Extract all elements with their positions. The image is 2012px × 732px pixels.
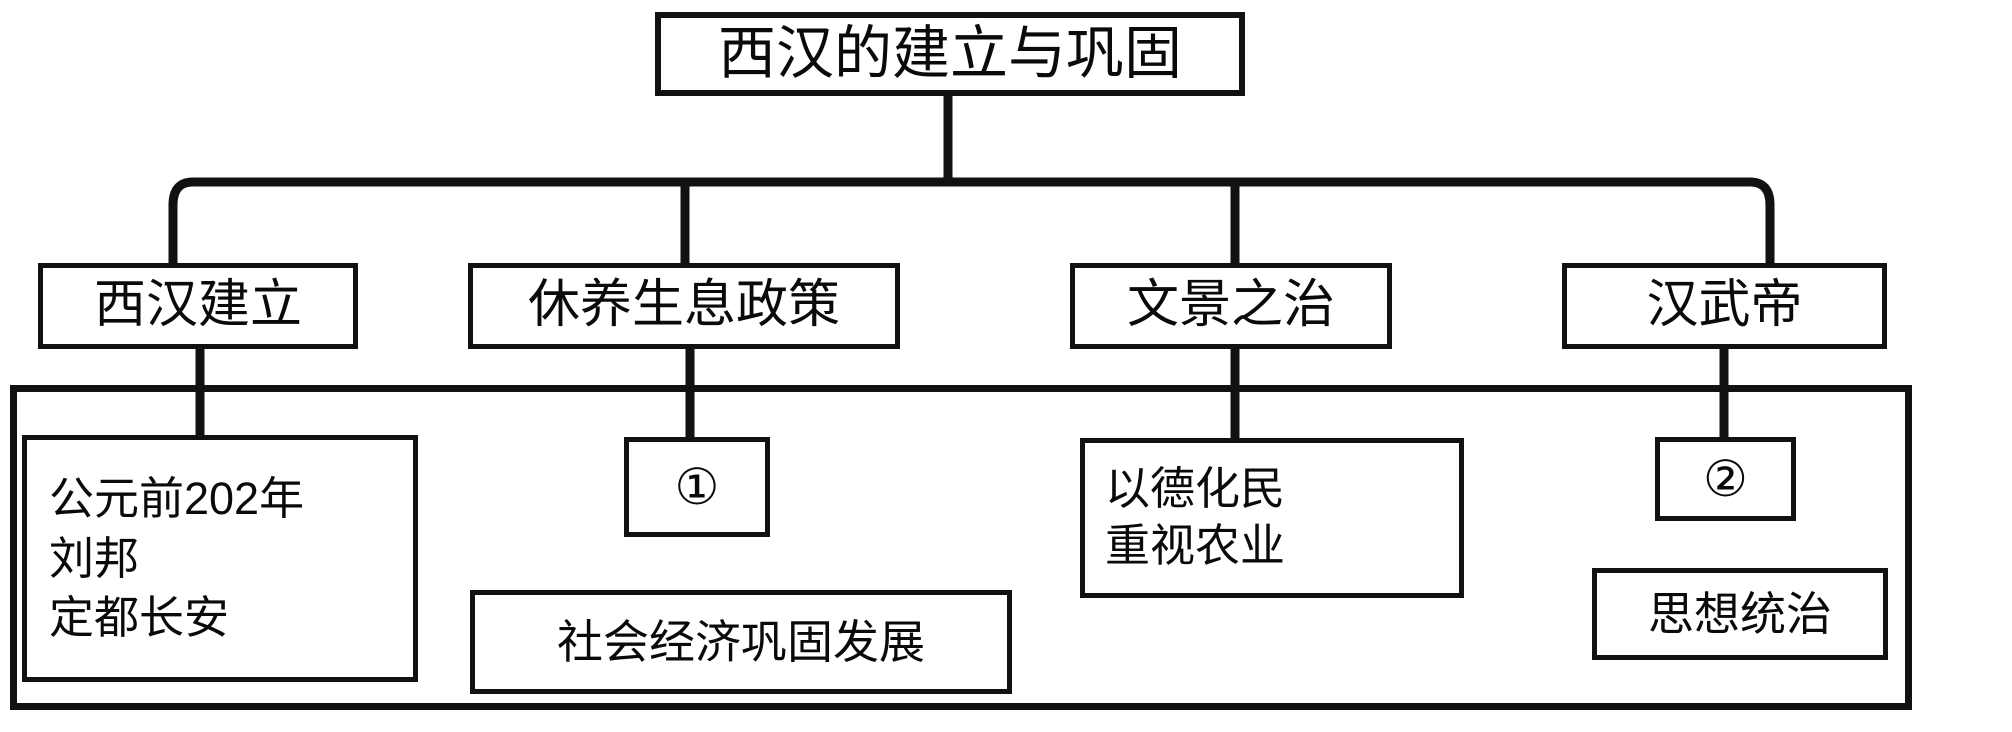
branch-node-hanwudi: 汉武帝 (1562, 263, 1887, 349)
root-node-title: 西汉的建立与巩固 (655, 12, 1245, 96)
details-container-frame (10, 385, 1912, 710)
detail-node-xiuyangshengxi: 社会经济巩固发展 (470, 590, 1012, 694)
connector-bus-left-elbow (168, 177, 194, 263)
blank-marker-one: ① (624, 437, 770, 537)
detail-node-wenjingzhizhi: 以德化民 重视农业 (1080, 438, 1464, 598)
detail-node-xihanjianli: 公元前202年 刘邦 定都长安 (22, 435, 418, 682)
blank-marker-two: ② (1655, 437, 1796, 521)
detail-node-hanwudi: 思想统治 (1592, 568, 1888, 660)
connector-bus-right-elbow (1749, 177, 1775, 263)
branch-node-xiuyangshengxi: 休养生息政策 (468, 263, 900, 349)
branch-node-xihanjianli: 西汉建立 (38, 263, 358, 349)
branch-node-wenjingzhizhi: 文景之治 (1070, 263, 1392, 349)
